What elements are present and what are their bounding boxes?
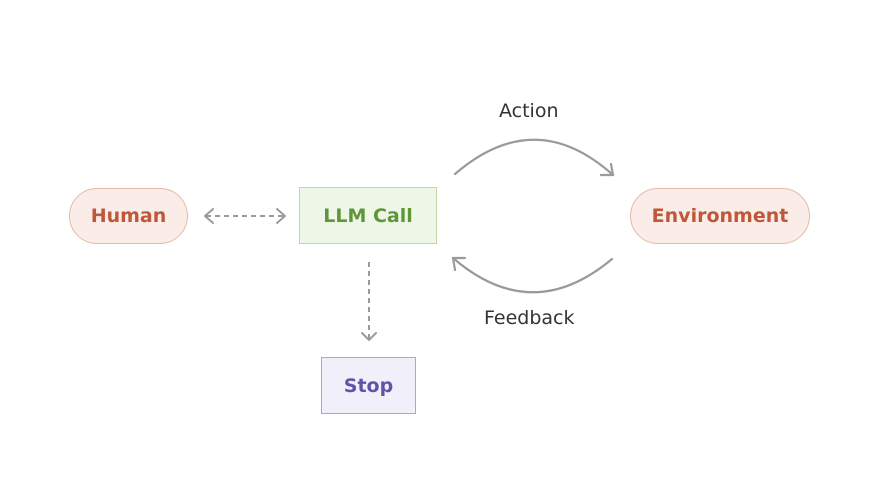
action-label: Action	[499, 100, 559, 122]
human-llm-arrow	[204, 208, 286, 224]
feedback-arrow	[451, 256, 614, 294]
stop-node: Stop	[321, 357, 416, 414]
llm-stop-arrow	[361, 262, 377, 341]
human-node: Human	[69, 188, 188, 244]
llm-call-label: LLM Call	[323, 204, 413, 227]
llm-call-node: LLM Call	[299, 187, 437, 244]
environment-node: Environment	[630, 188, 810, 244]
action-arrow	[453, 138, 615, 177]
feedback-label: Feedback	[484, 307, 575, 329]
stop-label: Stop	[343, 374, 394, 397]
environment-label: Environment	[651, 205, 789, 227]
human-label: Human	[90, 205, 167, 227]
